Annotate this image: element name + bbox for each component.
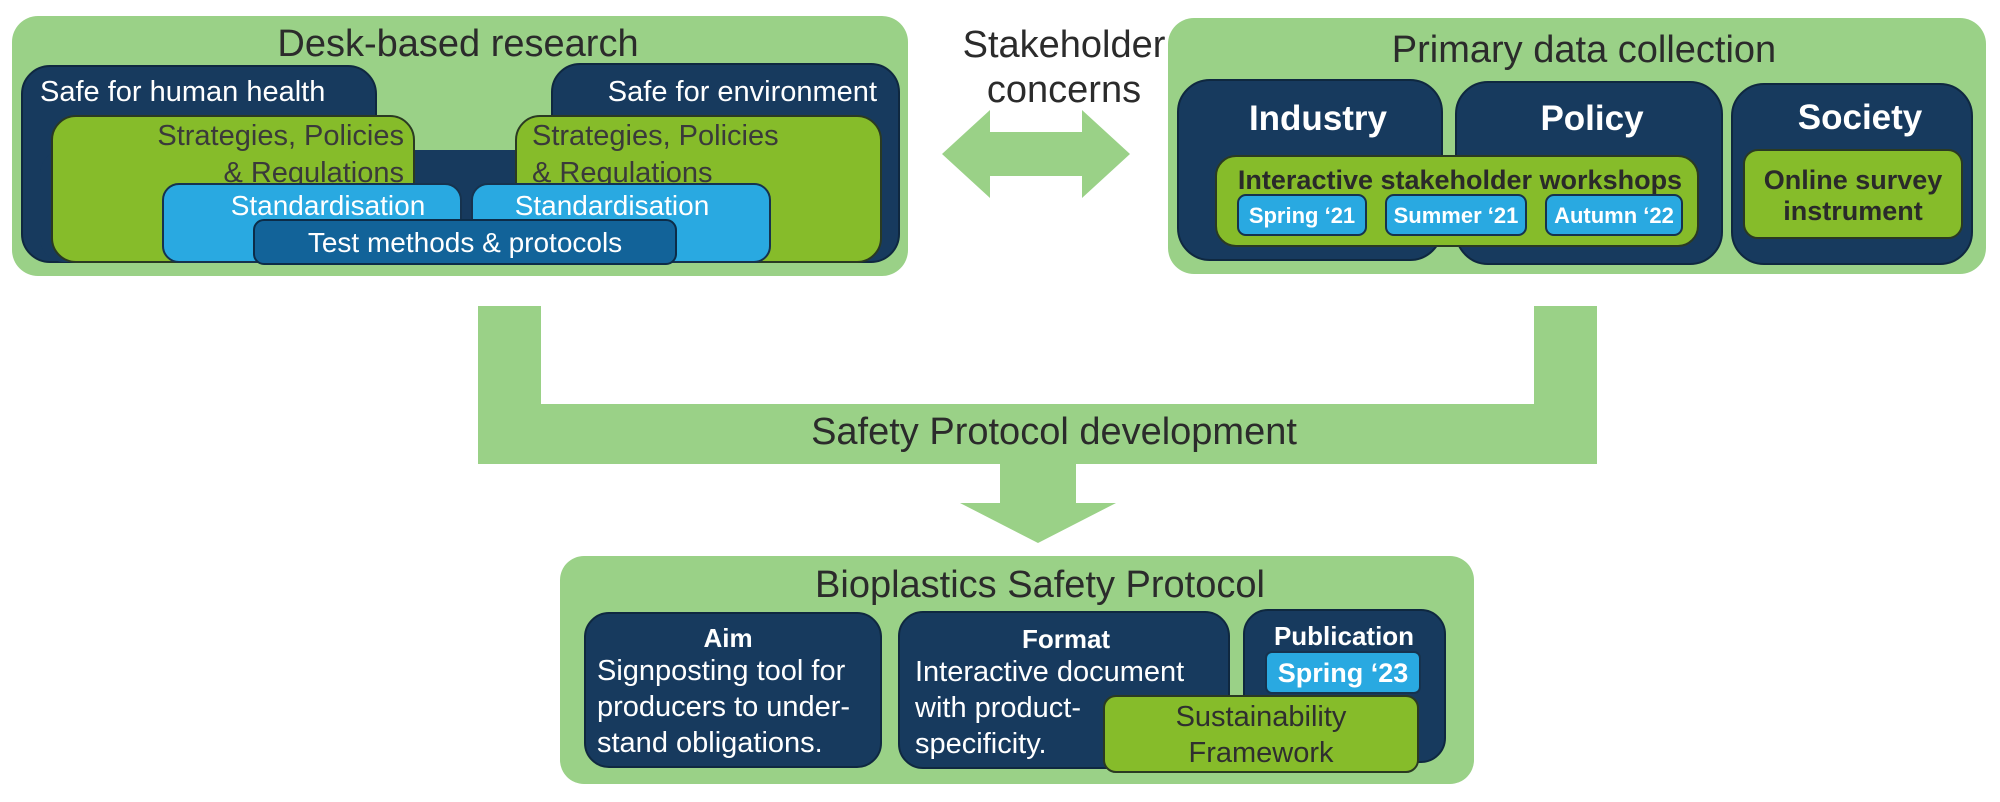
bioplastics-protocol-panel: Bioplastics Safety Protocol Aim Signpost… (560, 556, 1474, 784)
aim-line3: stand obligations. (597, 727, 823, 759)
protocol-title: Bioplastics Safety Protocol (815, 564, 1265, 606)
standardisation-left-label: Standardisation (231, 190, 426, 221)
format-line2: with product- (914, 692, 1081, 724)
environment-label: Safe for environment (608, 76, 877, 108)
format-title: Format (1022, 624, 1110, 654)
desk-based-research-panel: Desk-based research Safe for human healt… (12, 16, 908, 276)
stakeholder-line2: concerns (987, 69, 1141, 111)
strategies-right-line1: Strategies, Policies (532, 120, 779, 152)
framework-line1: Sustainability (1176, 701, 1347, 733)
development-bracket (478, 306, 1597, 543)
sustainability-framework-box (1103, 695, 1419, 773)
chip-autumn-22 (1545, 194, 1683, 236)
standardisation-right-label: Standardisation (515, 190, 710, 221)
aim-line2: producers to under- (597, 691, 850, 723)
format-line1: Interactive document (915, 656, 1184, 688)
policy-label: Policy (1540, 99, 1644, 138)
human-health-label: Safe for human health (40, 76, 325, 108)
test-methods-box (253, 219, 677, 265)
publication-chip (1265, 651, 1421, 694)
chip-summer-21 (1385, 194, 1527, 236)
desk-title: Desk-based research (277, 23, 638, 65)
primary-title: Primary data collection (1392, 29, 1776, 71)
chip-summer-21-label: Summer ‘21 (1394, 203, 1519, 228)
publication-title: Publication (1274, 621, 1414, 651)
online-survey-box (1743, 149, 1963, 239)
primary-data-collection-panel: Primary data collection Industry Policy … (1168, 18, 1986, 274)
online-survey-line2: instrument (1783, 196, 1923, 226)
stakeholder-line1: Stakeholder (963, 24, 1166, 66)
framework-line2: Framework (1188, 737, 1334, 769)
chip-spring-21 (1237, 194, 1367, 236)
publication-chip-label: Spring ‘23 (1278, 658, 1409, 688)
industry-label: Industry (1249, 99, 1388, 138)
aim-line1: Signposting tool for (597, 655, 846, 687)
test-methods-label: Test methods & protocols (308, 227, 622, 258)
development-label: Safety Protocol development (811, 411, 1297, 453)
chip-spring-21-label: Spring ‘21 (1249, 203, 1355, 228)
stakeholder-concerns: Stakeholder concerns (942, 24, 1166, 198)
strategies-left-line1: Strategies, Policies (157, 120, 404, 152)
society-label: Society (1798, 98, 1923, 137)
aim-title: Aim (703, 623, 752, 653)
aim-box (584, 612, 882, 768)
double-arrow-icon (942, 110, 1130, 198)
chip-autumn-22-label: Autumn ‘22 (1554, 203, 1674, 228)
development-connector: Safety Protocol development (478, 306, 1597, 543)
workshops-label: Interactive stakeholder workshops (1238, 165, 1682, 195)
online-survey-line1: Online survey (1764, 165, 1943, 195)
format-line3: specificity. (915, 728, 1047, 760)
